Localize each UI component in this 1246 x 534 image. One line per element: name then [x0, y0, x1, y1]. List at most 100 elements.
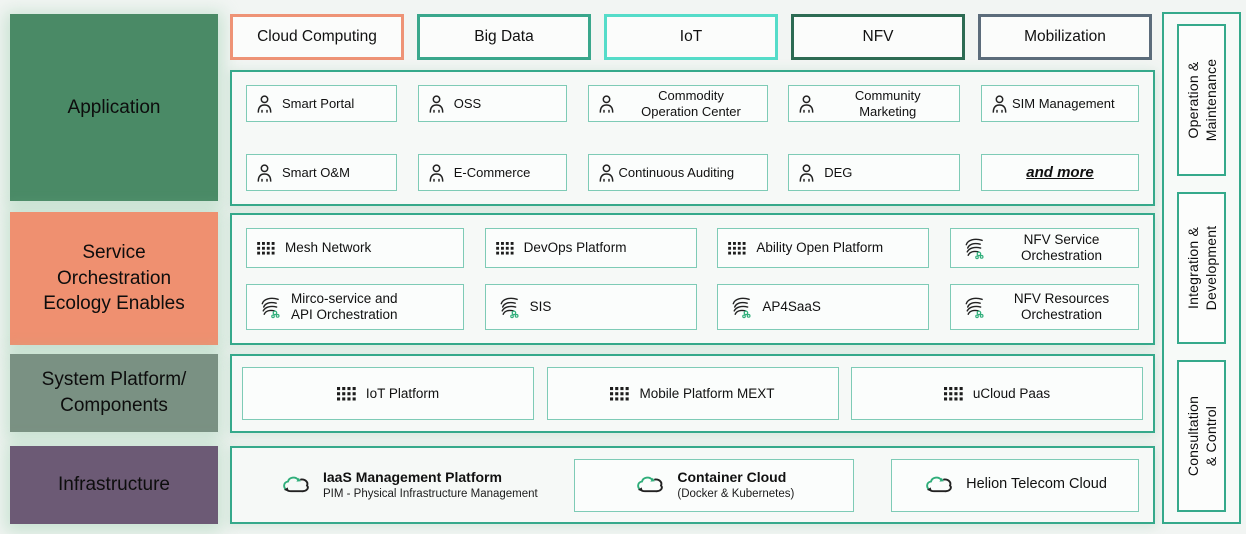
orchestration-swirl-icon [496, 296, 520, 319]
application-apps-row-2: Smart O&M E-Commerce Continuous Auditing… [246, 154, 1139, 191]
person-icon [255, 163, 274, 183]
service-label: AP4SaaS [762, 299, 821, 315]
person-icon [597, 94, 616, 114]
sidebar-label: Operation & Maintenance [1184, 58, 1219, 142]
layer-label-system-platform: System Platform/ Components [10, 354, 218, 432]
cloud-sync-icon [923, 473, 955, 497]
person-icon [255, 94, 274, 114]
cloud-sync-icon [280, 473, 312, 497]
sidebar-consultation-control: Consultation & Control [1177, 360, 1226, 512]
infra-container-cloud: Container Cloud (Docker & Kubernetes) [574, 458, 855, 512]
category-iot: IoT [604, 14, 778, 60]
sidebar-label: Integration & Development [1184, 225, 1219, 311]
layer-label-application: Application [10, 14, 218, 201]
application-apps-row-1: Smart Portal OSS Commodity Operation Cen… [246, 85, 1139, 122]
infra-helion-telecom-cloud: Helion Telecom Cloud [891, 458, 1139, 512]
app-sim-management: SIM Management [981, 85, 1139, 122]
app-oss: OSS [417, 85, 567, 122]
platform-label: uCloud Paas [972, 385, 1051, 401]
person-icon [797, 94, 816, 114]
platform-iot-platform: IoT Platform [242, 367, 534, 420]
service-nfv-resources-orchestration: NFV Resources Orchestration [949, 284, 1139, 330]
layer-label-infrastructure: Infrastructure [10, 446, 218, 524]
app-label: SIM Management [1012, 95, 1115, 111]
service-label: Mesh Network [285, 240, 372, 256]
sidebar-integration-development: Integration & Development [1177, 192, 1226, 344]
and-more-label: and more [1026, 163, 1094, 181]
category-big-data: Big Data [417, 14, 591, 60]
person-icon [427, 94, 446, 114]
app-continuous-auditing: Continuous Auditing [587, 154, 768, 191]
infra-subtitle: (Docker & Kubernetes) [677, 487, 795, 500]
infra-title: Helion Telecom Cloud [966, 476, 1107, 493]
system-platform-row: IoT Platform Mobile Platform MEXT uCloud… [242, 367, 1143, 420]
cloud-sync-icon [634, 473, 666, 497]
infra-title: IaaS Management Platform [323, 469, 502, 486]
orchestration-swirl-icon [961, 296, 985, 319]
service-ability-open-platform: Ability Open Platform [717, 228, 930, 268]
infra-title: Container Cloud [677, 469, 787, 486]
grid-icon [496, 242, 514, 255]
system-platform-container: IoT Platform Mobile Platform MEXT uCloud… [230, 354, 1155, 433]
grid-icon [257, 242, 275, 255]
person-icon [990, 94, 1009, 114]
grid-icon [728, 242, 746, 255]
app-label: DEG [824, 164, 853, 180]
service-label: NFV Resources Orchestration [1013, 291, 1110, 322]
service-label: Ability Open Platform [756, 240, 884, 256]
application-apps-container: Smart Portal OSS Commodity Operation Cen… [230, 70, 1155, 206]
person-icon [597, 163, 616, 183]
app-smart-portal: Smart Portal [246, 85, 397, 122]
category-mobilization: Mobilization [978, 14, 1152, 60]
service-label: Mirco-service and API Orchestration [291, 291, 398, 322]
category-nfv: NFV [791, 14, 965, 60]
service-sis: SIS [484, 284, 697, 330]
platform-label: Mobile Platform MEXT [639, 385, 775, 401]
service-label: NFV Service Orchestration [1020, 232, 1102, 263]
orchestration-swirl-icon [728, 296, 752, 319]
orchestration-row-1: Mesh Network DevOps Platform Ability Ope… [246, 228, 1139, 268]
category-cloud-computing: Cloud Computing [230, 14, 404, 60]
service-orchestration-container: Mesh Network DevOps Platform Ability Ope… [230, 213, 1155, 345]
infra-text-block: Container Cloud (Docker & Kubernetes) [677, 469, 794, 501]
infra-iaas-management-platform: IaaS Management Platform PIM - Physical … [280, 469, 538, 501]
app-label: E-Commerce [453, 164, 531, 180]
service-ap4saas: AP4SaaS [717, 284, 930, 330]
app-label: Continuous Auditing [618, 164, 735, 180]
service-label: DevOps Platform [523, 240, 627, 256]
grid-icon [944, 387, 963, 401]
service-label: SIS [529, 299, 552, 315]
app-label: Smart O&M [282, 164, 350, 180]
infra-text-block: IaaS Management Platform PIM - Physical … [323, 469, 538, 501]
orchestration-row-2: Mirco-service and API Orchestration SIS … [246, 284, 1139, 330]
app-smart-om: Smart O&M [246, 154, 397, 191]
app-e-commerce: E-Commerce [417, 154, 567, 191]
service-devops-platform: DevOps Platform [484, 228, 697, 268]
platform-mobile-platform-mext: Mobile Platform MEXT [546, 367, 839, 420]
orchestration-swirl-icon [257, 296, 281, 319]
infra-subtitle: PIM - Physical Infrastructure Management [323, 487, 538, 500]
app-label: Community Marketing [854, 88, 921, 119]
infrastructure-row: IaaS Management Platform PIM - Physical … [232, 448, 1153, 522]
app-commodity-operation-center: Commodity Operation Center [587, 85, 768, 122]
service-nfv-service-orchestration: NFV Service Orchestration [949, 228, 1139, 268]
sidebar-operation-maintenance: Operation & Maintenance [1177, 24, 1226, 176]
app-label: Smart Portal [282, 95, 355, 111]
app-deg: DEG [788, 154, 961, 191]
orchestration-swirl-icon [961, 237, 985, 260]
person-icon [797, 163, 816, 183]
platform-label: IoT Platform [365, 385, 440, 401]
service-microservice-api-orchestration: Mirco-service and API Orchestration [246, 284, 464, 330]
sidebar-label: Consultation & Control [1184, 395, 1219, 477]
layer-label-service-orchestration: Service Orchestration Ecology Enables [10, 212, 218, 345]
right-sidebar: Operation & Maintenance Integration & De… [1162, 12, 1241, 524]
category-row: Cloud Computing Big Data IoT NFV Mobiliz… [230, 14, 1152, 60]
app-and-more: and more [981, 154, 1139, 191]
infrastructure-container: IaaS Management Platform PIM - Physical … [230, 446, 1155, 524]
app-label: Commodity Operation Center [641, 88, 741, 119]
platform-ucloud-paas: uCloud Paas [851, 367, 1143, 420]
app-label: OSS [453, 95, 482, 111]
grid-icon [610, 387, 629, 401]
app-community-marketing: Community Marketing [788, 85, 961, 122]
